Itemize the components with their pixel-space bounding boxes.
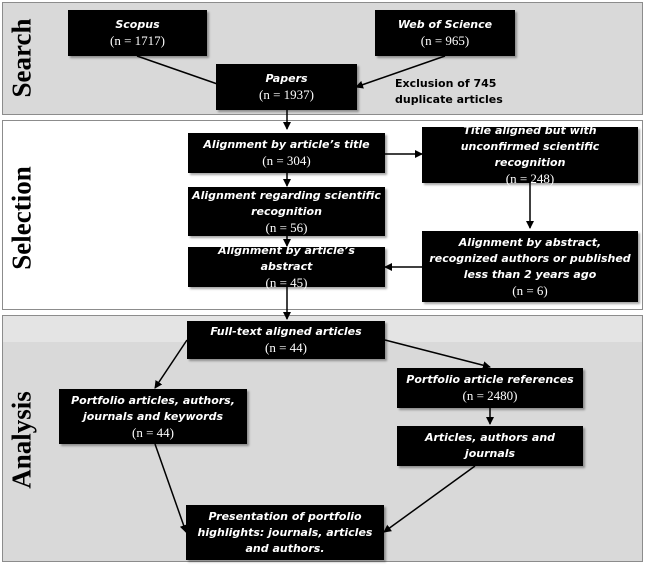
fulltext-count: (n = 44) [265,340,307,355]
papers-box: Papers (n = 1937) [216,64,357,110]
title-unconfirmed-title: Title aligned but with unconfirmed scien… [460,124,600,169]
abstract-recognized-count: (n = 6) [512,282,548,298]
papers-title: Papers [265,72,308,85]
wos-box: Web of Science (n = 965) [375,10,515,56]
sci-recognition-title: Alignment regarding scientific recogniti… [192,188,381,218]
portfolio-box: Portfolio articles, authors, journals an… [59,389,247,444]
arrow-fulltext-references [384,339,491,370]
portfolio-count: (n = 44) [132,424,174,440]
abstract-recognized-box: Alignment by abstract, recognized author… [422,231,638,302]
title-align-title: Alignment by article’s title [203,138,370,151]
articles-authors-title: Articles, authors and journals [424,431,556,460]
abstract-align-box: Alignment by article’s abstract (n = 45) [188,244,385,290]
abstract-recognized-title: Alignment by abstract, recognized author… [429,235,631,281]
fulltext-box: Full-text aligned articles (n = 44) [187,321,385,359]
scopus-title: Scopus [115,18,160,31]
arrow-fulltext-portfolio [154,339,188,389]
arrow-scopus-papers [136,55,227,89]
wos-title: Web of Science [397,18,493,31]
abstract-align-title: Alignment by article’s abstract [218,244,355,273]
arrow-wos-papers [355,55,446,89]
scopus-box: Scopus (n = 1717) [68,10,207,56]
references-title: Portfolio article references [406,373,574,386]
title-unconfirmed-count: (n = 248) [505,171,555,186]
papers-count: (n = 1937) [259,87,314,102]
fulltext-title: Full-text aligned articles [210,325,362,338]
title-align-count: (n = 304) [262,153,311,168]
exclusion-note: Exclusion of 745 duplicate articles [395,77,503,106]
arrow-articles-presentation [383,465,476,533]
title-align-box: Alignment by article’s title (n = 304) [188,133,385,173]
wos-count: (n = 965) [420,33,470,48]
abstract-align-count: (n = 45) [265,275,308,290]
presentation-box: Presentation of portfolio highlights: jo… [186,505,384,560]
references-count: (n = 2480) [462,388,518,403]
sci-recognition-count: (n = 56) [265,219,308,235]
scopus-count: (n = 1717) [110,33,165,48]
arrow-portfolio-presentation [154,443,188,533]
presentation-title: Presentation of portfolio highlights: jo… [197,509,373,555]
title-unconfirmed-box: Title aligned but with unconfirmed scien… [422,124,638,186]
sci-recognition-box: Alignment regarding scientific recogniti… [188,187,385,236]
portfolio-title: Portfolio articles, authors, journals an… [71,393,235,423]
references-box: Portfolio article references (n = 2480) [397,368,583,408]
articles-authors-box: Articles, authors and journals [397,426,583,466]
